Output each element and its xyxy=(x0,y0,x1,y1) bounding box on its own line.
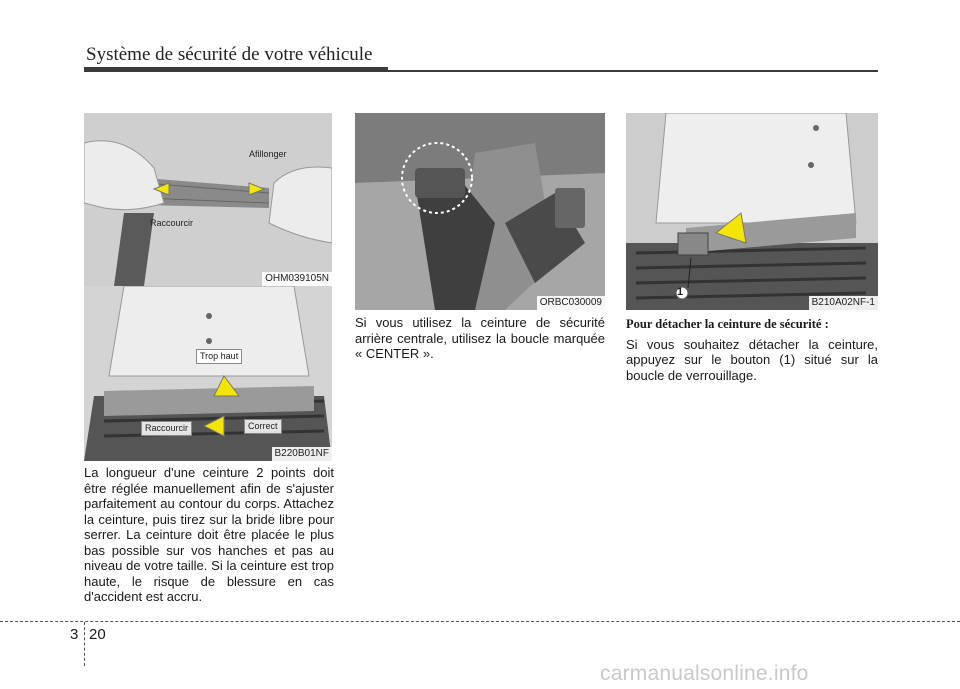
figure-code: B210A02NF-1 xyxy=(808,296,878,310)
center-buckle-illustration xyxy=(355,113,605,310)
belt-release-section: Pour détacher la ceinture de sécurité : … xyxy=(626,317,878,383)
label-too-high: Trop haut xyxy=(196,349,243,364)
figure-code: B220B01NF xyxy=(271,447,332,461)
belt-adjust-illustration xyxy=(84,113,332,286)
figure-belt-adjust-length: Afillonger Raccourcir OHM039105N xyxy=(84,113,332,286)
rear-center-belt-instructions: Si vous utilisez la ceinture de sécurité… xyxy=(355,315,605,361)
callout-number: 1 xyxy=(677,286,684,298)
figure-code: OHM039105N xyxy=(262,272,332,286)
figure-belt-release: 1 B210A02NF-1 xyxy=(626,113,878,310)
label-lengthen: Afillonger xyxy=(249,149,287,159)
footer-vertical-rule xyxy=(84,622,85,666)
watermark: carmanualsonline.info xyxy=(600,662,809,685)
figure-rear-center-buckle: ORBC030009 xyxy=(355,113,605,310)
chapter-number: 3 xyxy=(70,626,79,643)
label-shorten: Raccourcir xyxy=(141,421,193,436)
header-rule-thick xyxy=(84,67,388,72)
figure-code: ORBC030009 xyxy=(536,296,605,310)
page-header-title: Système de sécurité de votre véhicule xyxy=(86,44,373,65)
page-number: 20 xyxy=(89,626,106,643)
belt-hip-illustration xyxy=(84,286,332,461)
belt-release-illustration xyxy=(626,113,878,310)
figure-belt-hip-position: Trop haut Raccourcir Correct B220B01NF xyxy=(84,286,332,461)
belt-release-heading: Pour détacher la ceinture de sécurité : xyxy=(626,317,829,331)
belt-length-instructions: La longueur d'une ceinture 2 points doit… xyxy=(84,465,334,604)
footer-dashed-rule xyxy=(0,621,960,622)
label-correct: Correct xyxy=(244,419,282,434)
header-rule-thin xyxy=(388,70,878,72)
belt-release-instructions: Si vous souhaitez détacher la ceinture, … xyxy=(626,336,878,383)
label-shorten: Raccourcir xyxy=(150,218,194,228)
